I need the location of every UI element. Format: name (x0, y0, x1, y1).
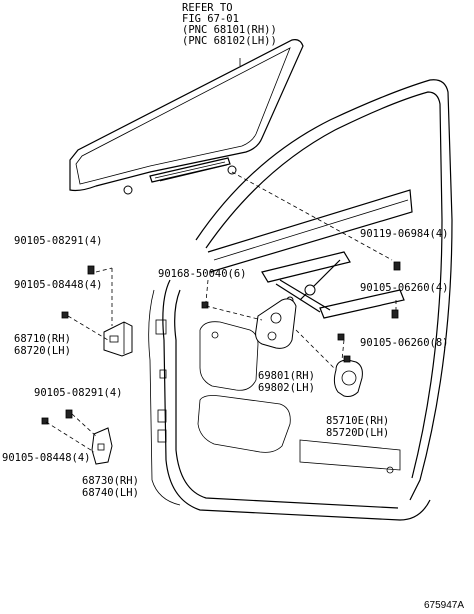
callout-90105-06260-a: 90105-06260(4) (360, 282, 449, 294)
callout-90105-08448-top: 90105-08448(4) (14, 279, 103, 291)
callout-85720d: 85720D(LH) (326, 427, 390, 439)
inner-panel (197, 321, 401, 474)
callout-90105-08291-bot: 90105-08291(4) (34, 387, 123, 399)
callout-68720: 68720(LH) (14, 345, 71, 357)
callout-68710: 68710(RH) (14, 333, 71, 345)
reference-note-line-4: (PNC 68102(LH)) (182, 35, 277, 47)
regulator-motor (333, 355, 363, 397)
glass-channel (149, 157, 231, 183)
callout-90105-08291-top: 90105-08291(4) (14, 235, 103, 247)
hinge-holes (155, 319, 167, 443)
callout-69801: 69801(RH) (258, 370, 315, 382)
reference-note-line-2: FIG 67-01 (182, 13, 239, 25)
callout-68730: 68730(RH) (82, 475, 139, 487)
callout-90168-50040: 90168-50040(6) (158, 268, 247, 280)
callout-85710e: 85710E(RH) (326, 415, 390, 427)
figure-id: 675947A (424, 600, 465, 611)
glass-bolt-icon (227, 165, 237, 175)
callout-68740: 68740(LH) (82, 487, 139, 499)
callout-69802: 69802(LH) (258, 382, 315, 394)
door-frame (148, 79, 453, 521)
reference-note-line-1: REFER TO (182, 2, 233, 14)
callout-90119-06984: 90119-06984(4) (360, 228, 449, 240)
lower-hinge (91, 427, 113, 465)
upper-hinge (103, 321, 133, 357)
leader-lines (45, 58, 397, 453)
window-regulator (261, 251, 405, 319)
door-glass (69, 39, 304, 192)
callout-90105-06260-b: 90105-06260(8) (360, 337, 449, 349)
glass-bolt-icon (123, 185, 133, 195)
regulator-bracket (255, 298, 297, 349)
reference-note-line-3: (PNC 68101(RH)) (182, 24, 277, 36)
callout-90105-08448-bot: 90105-08448(4) (2, 452, 91, 464)
